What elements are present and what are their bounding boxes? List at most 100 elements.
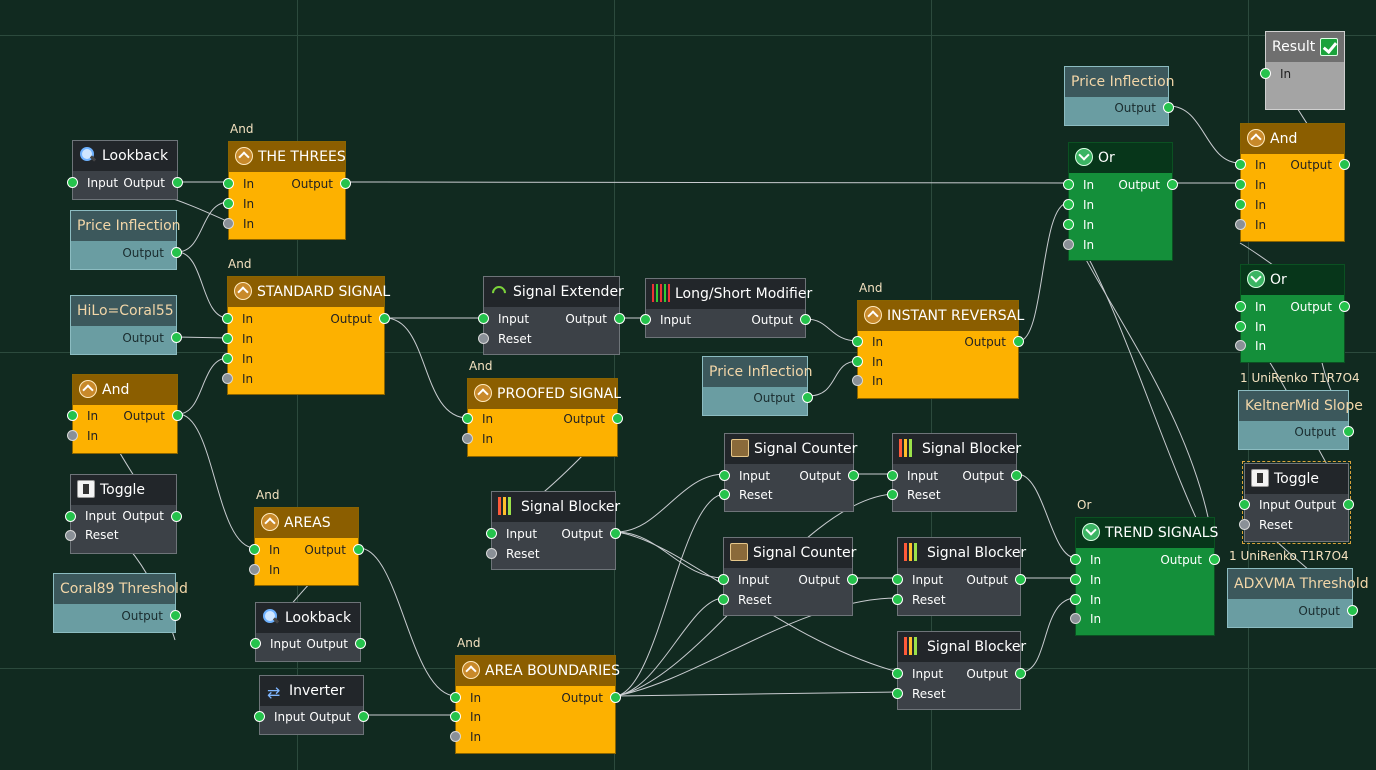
input-pin[interactable] <box>1070 594 1081 605</box>
hilo-node[interactable]: HiLo=Coral55 Output <box>70 295 182 355</box>
area-boundaries-node[interactable]: AREA BOUNDARIES In Output In In <box>450 655 621 754</box>
output-pin[interactable] <box>355 638 366 649</box>
input-pin[interactable] <box>852 375 863 386</box>
input-pin[interactable] <box>67 430 78 441</box>
output-pin[interactable] <box>1339 159 1350 170</box>
input-pin[interactable] <box>222 373 233 384</box>
input-pin[interactable] <box>1260 68 1271 79</box>
output-pin[interactable] <box>1347 605 1358 616</box>
input-pin[interactable] <box>892 574 903 585</box>
output-pin[interactable] <box>1167 179 1178 190</box>
output-pin[interactable] <box>171 511 182 522</box>
price-inflection-node[interactable]: Price Inflection Output <box>70 210 182 270</box>
input-pin[interactable] <box>450 711 461 722</box>
input-pin[interactable] <box>222 353 233 364</box>
input-pin[interactable] <box>719 489 730 500</box>
input-pin[interactable] <box>1235 179 1246 190</box>
inverter-node[interactable]: Inverter Input Output <box>254 675 369 735</box>
input-pin[interactable] <box>887 470 898 481</box>
output-pin[interactable] <box>800 314 811 325</box>
areas-node[interactable]: AREAS In Output In <box>249 507 364 586</box>
input-pin[interactable] <box>640 314 651 325</box>
trend-signals-node[interactable]: TREND SIGNALS In Output In In In <box>1070 517 1220 636</box>
long-short-modifier-node[interactable]: Long/Short Modifier Input Output <box>640 278 812 338</box>
output-pin[interactable] <box>1343 426 1354 437</box>
input-pin[interactable] <box>892 594 903 605</box>
signal-counter-node[interactable]: Signal Counter Input Output Reset <box>719 433 859 512</box>
input-pin[interactable] <box>65 511 76 522</box>
input-pin[interactable] <box>892 688 903 699</box>
input-pin[interactable] <box>852 356 863 367</box>
input-pin[interactable] <box>462 413 473 424</box>
input-pin[interactable] <box>478 313 489 324</box>
and-node[interactable]: And In Output In In In <box>1235 123 1350 242</box>
or-node[interactable]: Or In Output In In <box>1235 264 1350 363</box>
input-pin[interactable] <box>1070 613 1081 624</box>
input-pin[interactable] <box>223 218 234 229</box>
input-pin[interactable] <box>1239 519 1250 530</box>
lookback-node[interactable]: Lookback Input Output <box>67 140 183 200</box>
output-pin[interactable] <box>1209 554 1220 565</box>
signal-blocker-node[interactable]: Signal Blocker Input Output Reset <box>486 491 621 570</box>
signal-blocker-node[interactable]: Signal Blocker Input Output Reset <box>892 537 1026 616</box>
output-pin[interactable] <box>614 313 625 324</box>
input-pin[interactable] <box>1063 239 1074 250</box>
input-pin[interactable] <box>222 333 233 344</box>
and-node[interactable]: And In Output In <box>67 374 183 454</box>
input-pin[interactable] <box>478 333 489 344</box>
toggle-node[interactable]: Toggle Input Output Reset <box>65 474 182 554</box>
input-pin[interactable] <box>222 313 233 324</box>
input-pin[interactable] <box>1070 574 1081 585</box>
input-pin[interactable] <box>852 336 863 347</box>
output-pin[interactable] <box>848 470 859 481</box>
signal-blocker-node[interactable]: Signal Blocker Input Output Reset <box>887 433 1022 512</box>
output-pin[interactable] <box>172 177 183 188</box>
input-pin[interactable] <box>1235 301 1246 312</box>
input-pin[interactable] <box>1235 340 1246 351</box>
output-pin[interactable] <box>610 692 621 703</box>
signal-extender-node[interactable]: Signal Extender Input Output Reset <box>478 276 625 355</box>
input-pin[interactable] <box>1235 159 1246 170</box>
the-threes-node[interactable]: THE THREES In Output In In <box>223 141 351 240</box>
input-pin[interactable] <box>486 528 497 539</box>
output-pin[interactable] <box>1013 336 1024 347</box>
output-pin[interactable] <box>353 544 364 555</box>
input-pin[interactable] <box>1070 554 1081 565</box>
input-pin[interactable] <box>1235 321 1246 332</box>
signal-blocker-node[interactable]: Signal Blocker Input Output Reset <box>892 631 1026 710</box>
input-pin[interactable] <box>486 548 497 559</box>
input-pin[interactable] <box>1235 199 1246 210</box>
output-pin[interactable] <box>1343 499 1354 510</box>
price-inflection-node[interactable]: Price Inflection Output <box>702 356 813 416</box>
output-pin[interactable] <box>379 313 390 324</box>
lookback-node[interactable]: Lookback Input Output <box>250 602 366 662</box>
toggle-node[interactable]: Toggle Input Output Reset <box>1239 461 1354 544</box>
input-pin[interactable] <box>1063 199 1074 210</box>
keltner-mid-slope-node[interactable]: KeltnerMid Slope Output <box>1238 390 1363 450</box>
instant-reversal-node[interactable]: INSTANT REVERSAL In Output In In <box>852 300 1024 399</box>
output-pin[interactable] <box>1163 102 1174 113</box>
input-pin[interactable] <box>450 692 461 703</box>
input-pin[interactable] <box>67 177 78 188</box>
input-pin[interactable] <box>67 410 78 421</box>
input-pin[interactable] <box>249 544 260 555</box>
coral89-threshold-node[interactable]: Coral89 Threshold Output <box>53 573 188 633</box>
input-pin[interactable] <box>250 638 261 649</box>
or-node[interactable]: Or In Output In In In <box>1063 142 1178 261</box>
input-pin[interactable] <box>223 178 234 189</box>
output-pin[interactable] <box>802 392 813 403</box>
output-pin[interactable] <box>612 413 623 424</box>
input-pin[interactable] <box>65 530 76 541</box>
output-pin[interactable] <box>847 574 858 585</box>
input-pin[interactable] <box>249 564 260 575</box>
input-pin[interactable] <box>1235 219 1246 230</box>
output-pin[interactable] <box>170 610 181 621</box>
input-pin[interactable] <box>462 433 473 444</box>
output-pin[interactable] <box>171 332 182 343</box>
input-pin[interactable] <box>887 489 898 500</box>
input-pin[interactable] <box>719 470 730 481</box>
input-pin[interactable] <box>1239 499 1250 510</box>
signal-counter-node[interactable]: Signal Counter Input Output Reset <box>718 537 858 616</box>
input-pin[interactable] <box>718 594 729 605</box>
output-pin[interactable] <box>1015 574 1026 585</box>
